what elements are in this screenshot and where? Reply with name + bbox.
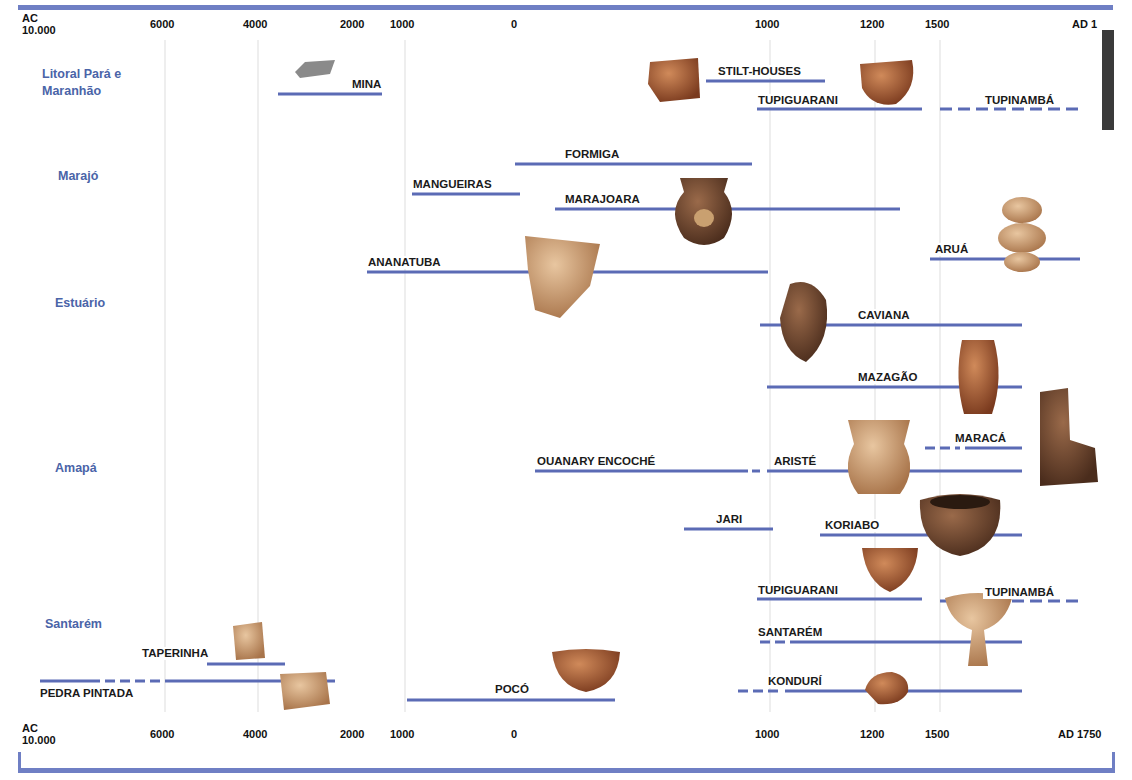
phase-label: TAPERINHA	[140, 647, 210, 660]
axis-label: 6000	[150, 728, 174, 740]
region-label: Litoral Pará e Maranhão	[40, 66, 154, 100]
phase-label: OUANARY ENCOCHÉ	[535, 455, 657, 468]
axis-label: AC 10.000	[22, 12, 68, 36]
axis-label: 0	[511, 728, 517, 740]
region-label: Marajó	[56, 170, 100, 184]
axis-label: 1500	[925, 728, 949, 740]
axis-label: 4000	[243, 728, 267, 740]
phase-label: TUPINAMBÁ	[983, 586, 1056, 599]
tick	[18, 752, 21, 772]
phase-label: STILT-HOUSES	[716, 65, 803, 78]
phase-label: KONDURÍ	[766, 675, 824, 688]
phase-label: ARISTÉ	[772, 455, 818, 468]
region-label: Estuário	[53, 297, 107, 311]
tick	[1112, 752, 1115, 772]
axis-label: AD 1	[1072, 18, 1097, 30]
axis-label: 1000	[755, 18, 779, 30]
phase-label: KORIABO	[823, 519, 881, 532]
bottom-bar	[18, 768, 1115, 773]
top-bar	[18, 5, 1113, 10]
pottery-pictures	[233, 58, 1098, 710]
phase-label: TUPIGUARANI	[756, 94, 840, 107]
phase-label: CAVIANA	[856, 309, 912, 322]
axis-label: 1500	[925, 18, 949, 30]
axis-label: 1000	[755, 728, 779, 740]
phase-label: PEDRA PINTADA	[38, 687, 135, 700]
phase-label: ARUÁ	[933, 243, 970, 256]
phase-label: MANGUEIRAS	[411, 178, 494, 191]
axis-label: 0	[511, 18, 517, 30]
region-label: Santarém	[43, 618, 104, 632]
axis-label: AD 1750	[1058, 728, 1101, 740]
axis-label: 2000	[340, 728, 364, 740]
phase-label: MAZAGÃO	[856, 371, 919, 384]
grid-lines	[165, 40, 940, 712]
phase-label: MARACÁ	[953, 432, 1008, 445]
axis-label: 1000	[390, 18, 414, 30]
axis-label: 1200	[860, 728, 884, 740]
axis-label: 1000	[390, 728, 414, 740]
axis-label: 6000	[150, 18, 174, 30]
phase-label: POCÓ	[493, 683, 531, 696]
phase-label: FORMIGA	[563, 148, 621, 161]
phase-label: TUPIGUARANI	[756, 584, 840, 597]
phase-label: MARAJOARA	[563, 193, 642, 206]
axis-label: 2000	[340, 18, 364, 30]
axis-label: AC 10.000	[22, 722, 68, 746]
phase-label: SANTARÉM	[756, 626, 824, 639]
phase-bars	[40, 81, 1080, 700]
axis-label: 4000	[243, 18, 267, 30]
region-label: Amapá	[53, 462, 99, 476]
photo-edge	[1102, 30, 1114, 130]
phase-label: ANANATUBA	[366, 256, 443, 269]
phase-label: JARI	[714, 513, 744, 526]
phase-label: TUPINAMBÁ	[983, 94, 1056, 107]
phase-label: MINA	[350, 78, 383, 91]
axis-label: 1200	[860, 18, 884, 30]
